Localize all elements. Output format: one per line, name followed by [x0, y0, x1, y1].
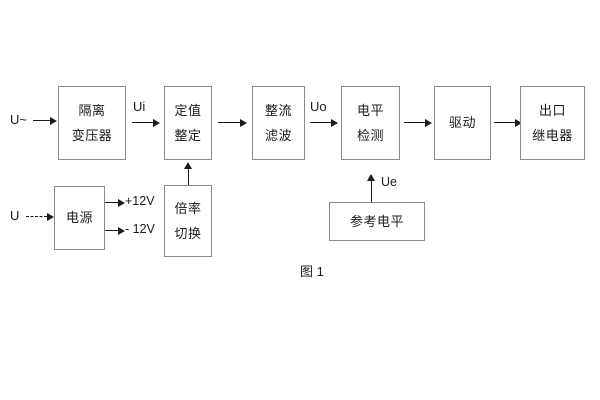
block-rectify-filter: 整流 滤波 [252, 86, 305, 160]
arrow-reference-level-to-level-detect [367, 174, 376, 202]
block-reference-level: 参考电平 [329, 202, 425, 241]
figure-caption: 图 1 [300, 264, 324, 279]
arrow-isolation-transformer-to-setting-value [132, 118, 160, 127]
block-isolation-transformer-line1: 隔离 [78, 102, 106, 118]
arrow-setting-value-to-rectify-filter [218, 118, 248, 127]
arrow-drive-to-output-relay [494, 118, 522, 127]
signal-ui-label: Ui [133, 99, 146, 114]
block-multiplier-switch-line1: 倍率 [174, 200, 202, 216]
rail-positive-label: +12V [125, 194, 155, 208]
block-output-relay-line2: 继电器 [532, 127, 573, 143]
arrow-multiplier-switch-to-setting-value [184, 162, 193, 185]
block-multiplier-switch: 倍率 切换 [164, 185, 212, 257]
block-setting-value-line1: 定值 [174, 102, 202, 118]
arrow-rectify-filter-to-level-detect [310, 118, 338, 127]
block-power-supply: 电源 [54, 186, 105, 250]
arrow-dc-input-to-power-supply [26, 212, 54, 221]
block-power-supply-line1: 电源 [65, 210, 93, 226]
block-multiplier-switch-line2: 切换 [174, 225, 202, 241]
block-isolation-transformer: 隔离 变压器 [58, 86, 126, 160]
block-rectify-filter-line2: 滤波 [264, 127, 292, 143]
arrow-ac-input-to-isolation-transformer [33, 116, 57, 125]
arrow-power-supply-negative-rail [105, 226, 127, 235]
arrow-level-detect-to-drive [404, 118, 432, 127]
block-rectify-filter-line1: 整流 [264, 102, 292, 118]
block-level-detect-line2: 检测 [356, 127, 384, 143]
signal-uo-label: Uo [310, 99, 327, 114]
arrow-power-supply-positive-rail [105, 198, 127, 207]
block-reference-level-line1: 参考电平 [349, 213, 404, 229]
block-drive-line1: 驱动 [448, 115, 476, 131]
block-setting-value: 定值 整定 [164, 86, 212, 160]
ac-input-label: U~ [10, 112, 27, 127]
block-output-relay-line1: 出口 [538, 102, 566, 118]
block-drive: 驱动 [434, 86, 491, 160]
rail-negative-label: - 12V [125, 222, 155, 236]
block-isolation-transformer-line2: 变压器 [71, 127, 113, 143]
block-level-detect: 电平 检测 [341, 86, 400, 160]
dc-input-label: U [10, 208, 20, 223]
signal-ue-label: Ue [381, 175, 397, 189]
block-setting-value-line2: 整定 [174, 127, 202, 143]
block-level-detect-line1: 电平 [356, 102, 384, 118]
block-output-relay: 出口 继电器 [520, 86, 585, 160]
